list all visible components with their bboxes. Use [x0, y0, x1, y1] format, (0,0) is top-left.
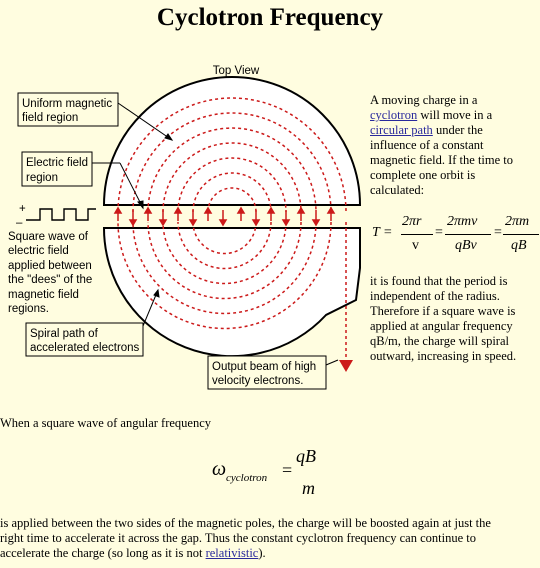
omega-den: m [302, 478, 315, 498]
plus-sign: + [19, 203, 26, 215]
square-wave-label-6: regions. [8, 303, 49, 315]
spiral-label-1: Spiral path of [30, 328, 99, 340]
omega-subscript: cyclotron [226, 472, 268, 484]
label-box-output-beam [207, 355, 327, 390]
diagram-labels: Top View Uniform magnetic field region E… [8, 65, 316, 387]
electric-field-arrows [113, 206, 336, 227]
uniform-field-label-2: field region [22, 112, 78, 124]
square-wave-label-3: applied between [8, 260, 92, 272]
spiral-path [117, 97, 347, 360]
minus-sign: – [16, 217, 23, 229]
upper-dee [102, 76, 362, 206]
eq-den-1: v [412, 238, 419, 253]
square-wave-sentence: When a square wave of angular frequency [0, 416, 212, 430]
output-label-1: Output beam of high [212, 361, 316, 373]
output-arrow [339, 360, 353, 372]
omega-num: qB [296, 446, 316, 466]
label-box-spiral-path [25, 322, 144, 357]
label-box-electric-field [21, 151, 93, 187]
output-label-2: velocity electrons. [212, 375, 303, 387]
square-wave-label-4: the "dees" of the [8, 274, 92, 286]
eq-den-3: qB [511, 238, 527, 253]
omega-equals: = [282, 460, 293, 480]
eq-T: T = [372, 225, 393, 240]
top-view-label: Top View [213, 65, 260, 77]
electric-field-label-1: Electric field [26, 157, 88, 169]
eq-equals-2: = [494, 225, 502, 240]
eq-num-1: 2πr [402, 214, 422, 229]
electric-field-label-2: region [26, 172, 58, 184]
link-relativistic[interactable]: relativistic [205, 546, 259, 560]
pointer-lines [92, 102, 339, 366]
cyclotron-diagram: Top View Uniform magnetic field region E… [8, 65, 362, 390]
square-wave [26, 208, 96, 221]
period-equation: T = 2πr v = 2πmv qBv = 2πm qB [372, 212, 539, 262]
closing-paragraph: is applied between the two sides of the … [0, 516, 491, 560]
label-box-uniform-field [17, 92, 119, 127]
link-cyclotron[interactable]: cyclotron [370, 108, 418, 122]
link-circular-path[interactable]: circular path [370, 123, 433, 137]
after-equation-paragraph: it is found that the period is independe… [370, 274, 517, 363]
omega-symbol: ω [212, 458, 227, 480]
eq-den-2: qBv [455, 238, 477, 253]
square-wave-label-1: Square wave of [8, 231, 89, 243]
page-title: Cyclotron Frequency [156, 4, 384, 31]
square-wave-label-5: magnetic field [8, 289, 79, 301]
eq-equals-1: = [435, 225, 443, 240]
eq-num-3: 2πm [505, 214, 530, 229]
uniform-field-label-1: Uniform magnetic [22, 98, 112, 110]
spiral-label-2: accelerated electrons [30, 342, 140, 354]
square-wave-label-2: electric field [8, 245, 69, 257]
eq-num-2: 2πmv [447, 214, 478, 229]
lower-dee [102, 227, 361, 358]
cyclotron-frequency-equation: ω cyclotron = qB m [212, 444, 342, 504]
